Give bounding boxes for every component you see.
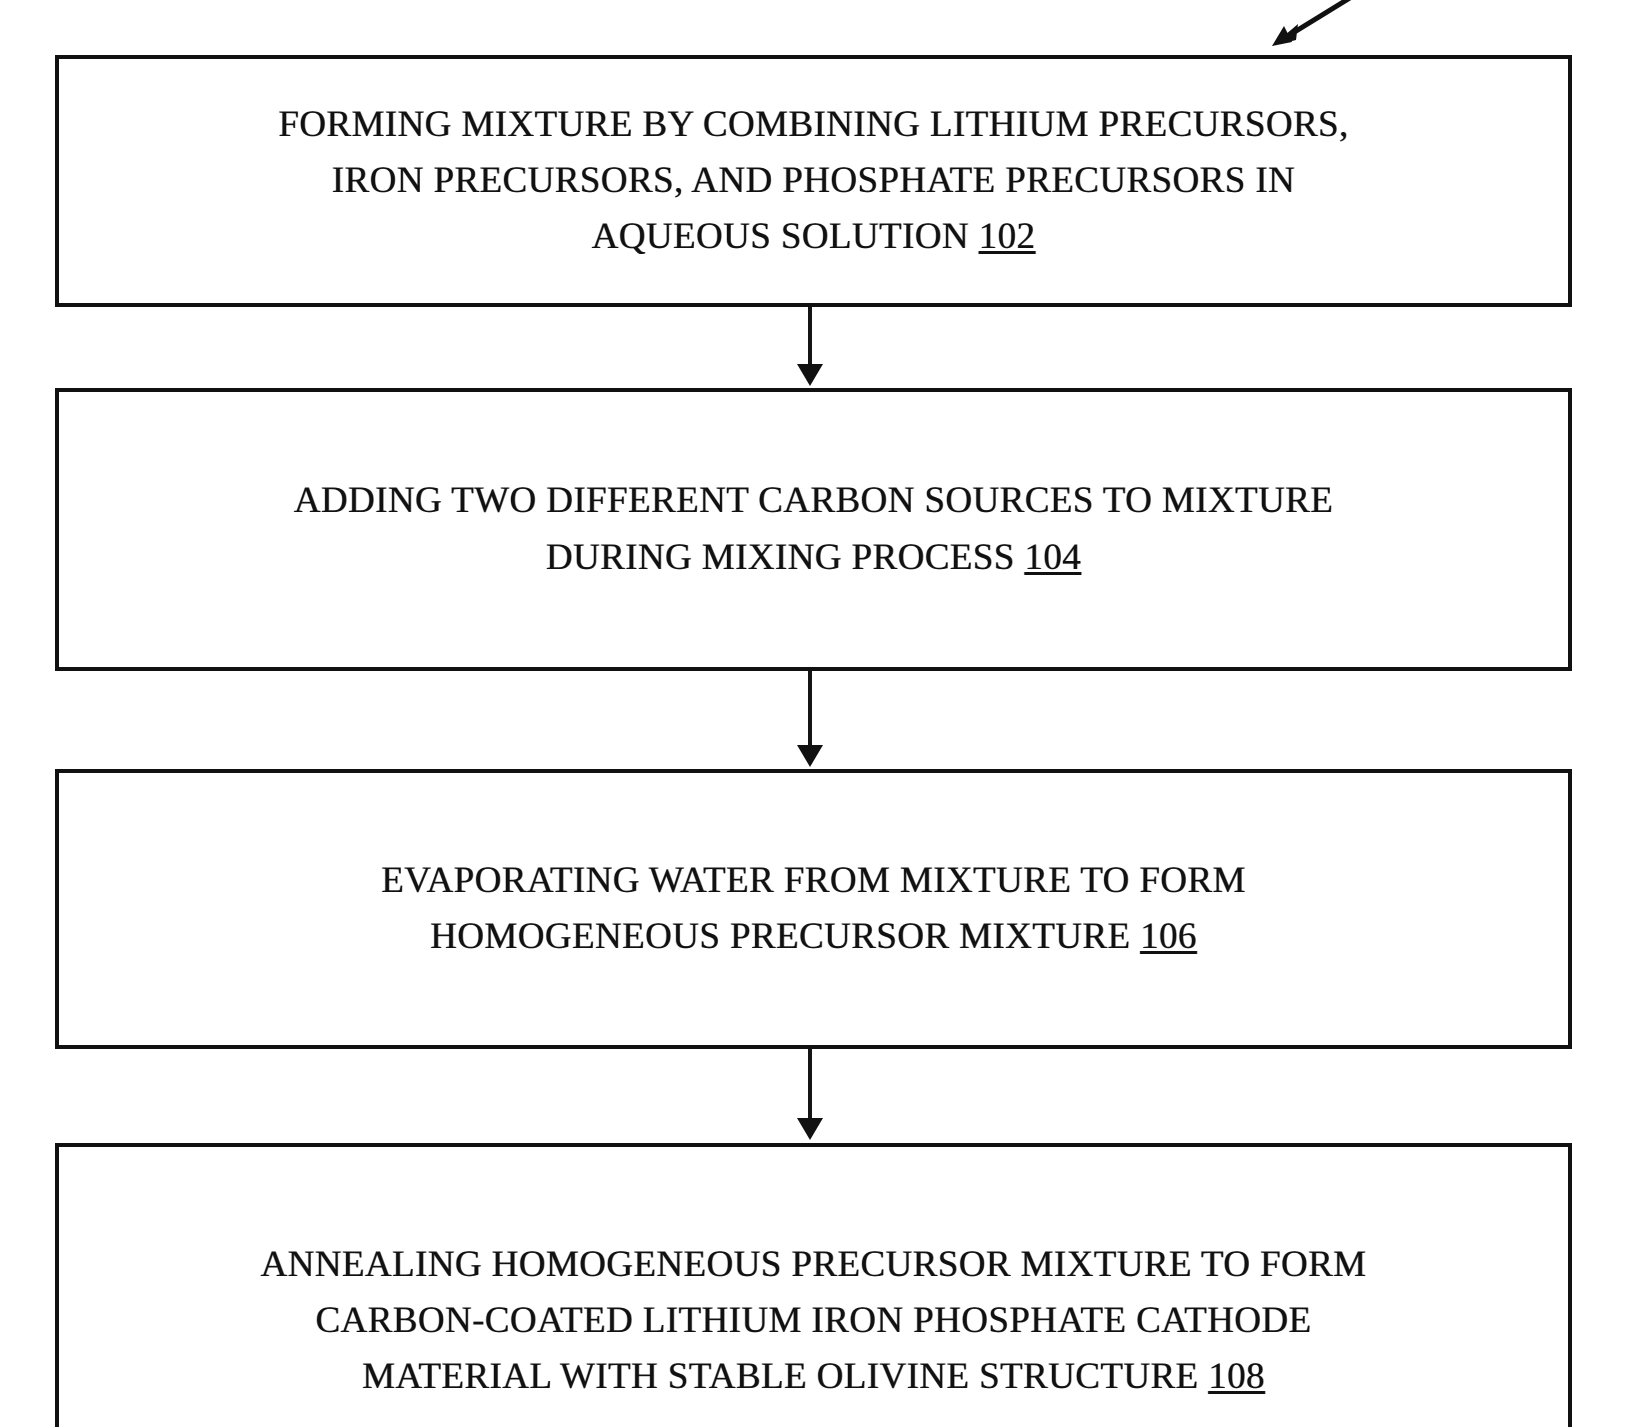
diagonal-arrow-down-left-icon xyxy=(1272,0,1352,46)
process-box-step-106: EVAPORATING WATER FROM MIXTURE TO FORM H… xyxy=(55,769,1572,1049)
step-104-line-2: DURING MIXING PROCESS xyxy=(545,536,1015,578)
step-106-ref-numeral: 106 xyxy=(1140,916,1197,957)
step-102-line-3: AQUEOUS SOLUTION xyxy=(591,216,970,258)
step-108-ref-numeral: 108 xyxy=(1208,1356,1265,1398)
connector-104-106-line xyxy=(808,671,812,749)
step-102-line-1: FORMING MIXTURE BY COMBINING LITHIUM PRE… xyxy=(278,103,1349,145)
process-box-step-104: ADDING TWO DIFFERENT CARBON SOURCES TO M… xyxy=(55,388,1572,671)
connector-104-106-arrowhead xyxy=(797,745,823,767)
process-box-step-102: FORMING MIXTURE BY COMBINING LITHIUM PRE… xyxy=(55,55,1572,307)
connector-102-104-line xyxy=(808,307,812,369)
process-box-step-106-text: EVAPORATING WATER FROM MIXTURE TO FORM H… xyxy=(337,853,1290,965)
step-108-line-3: MATERIAL WITH STABLE OLIVINE STRUCTURE xyxy=(362,1356,1199,1398)
connector-106-108-arrowhead xyxy=(797,1118,823,1140)
step-104-ref-numeral: 104 xyxy=(1024,536,1082,578)
process-box-step-108: ANNEALING HOMOGENEOUS PRECURSOR MIXTURE … xyxy=(55,1143,1572,1427)
step-106-line-2: HOMOGENEOUS PRECURSOR MIXTURE xyxy=(430,916,1131,957)
step-102-ref-numeral: 102 xyxy=(978,216,1036,258)
connector-106-108-line xyxy=(808,1049,812,1122)
step-102-line-2: IRON PRECURSORS, AND PHOSPHATE PRECURSOR… xyxy=(331,159,1296,201)
step-108-line-2: CARBON-COATED LITHIUM IRON PHOSPHATE CAT… xyxy=(315,1299,1312,1341)
step-104-line-1: ADDING TWO DIFFERENT CARBON SOURCES TO M… xyxy=(293,480,1334,522)
connector-102-104-arrowhead xyxy=(797,364,823,386)
process-box-step-102-text: FORMING MIXTURE BY COMBINING LITHIUM PRE… xyxy=(234,97,1392,266)
process-box-step-108-text: ANNEALING HOMOGENEOUS PRECURSOR MIXTURE … xyxy=(217,1237,1411,1406)
process-box-step-104-text: ADDING TWO DIFFERENT CARBON SOURCES TO M… xyxy=(250,473,1377,585)
step-108-line-1: ANNEALING HOMOGENEOUS PRECURSOR MIXTURE … xyxy=(260,1243,1367,1285)
figure-leader-arrow xyxy=(1262,0,1372,48)
step-106-line-1: EVAPORATING WATER FROM MIXTURE TO FORM xyxy=(381,859,1246,901)
